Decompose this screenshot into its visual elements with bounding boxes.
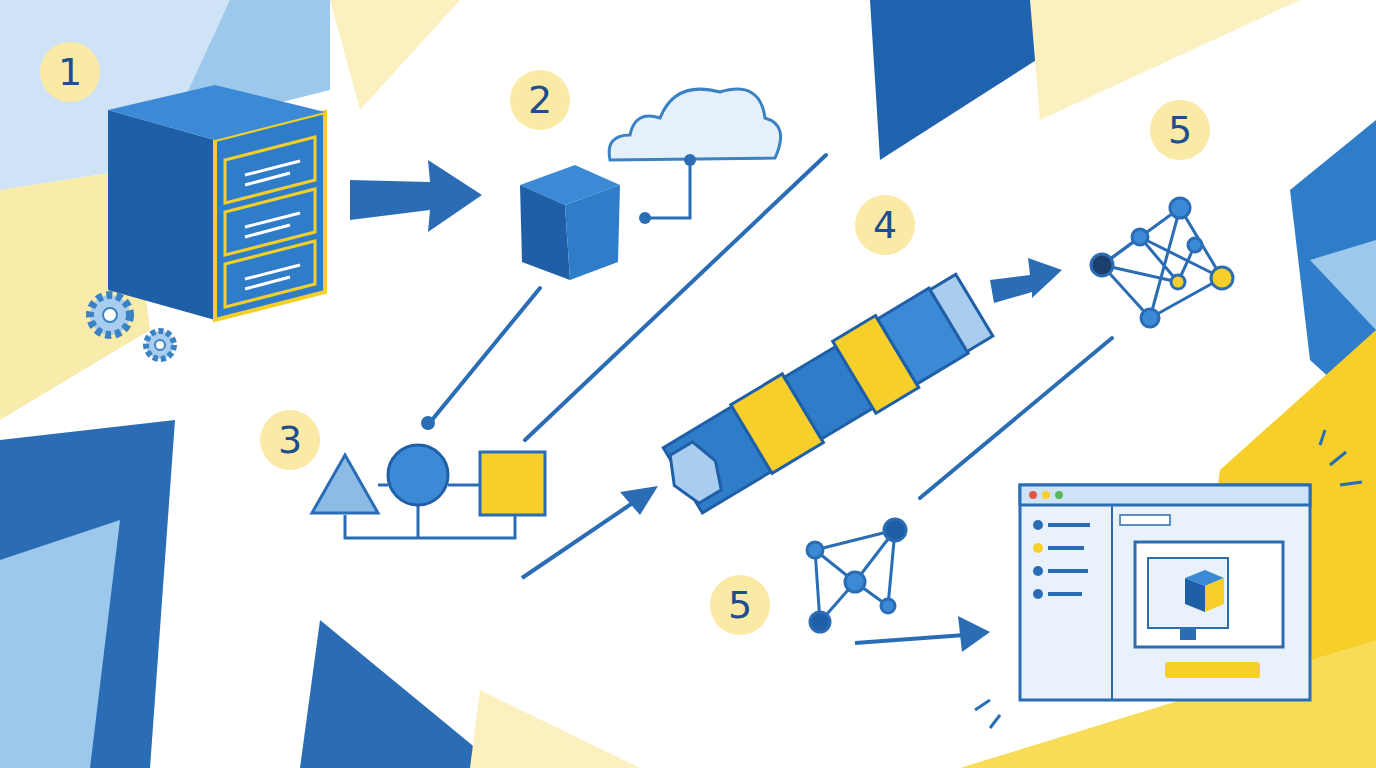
cloud — [609, 89, 780, 224]
browser-window — [975, 430, 1362, 728]
callout-number: 4 — [855, 195, 915, 255]
leader-lines — [432, 155, 1112, 498]
arrow — [990, 258, 1062, 303]
callout-number: 3 — [260, 410, 320, 470]
gears — [90, 295, 174, 359]
arrow — [855, 616, 990, 652]
callout-number: 2 — [510, 70, 570, 130]
arrow — [350, 160, 482, 232]
server-rack — [108, 85, 325, 320]
cube — [520, 165, 620, 280]
arrow — [522, 486, 658, 578]
shapes-group — [312, 445, 545, 538]
callout-number: 5 — [1150, 100, 1210, 160]
network-top — [1091, 198, 1233, 327]
hex-rod — [653, 269, 996, 521]
callout-number: 5 — [710, 575, 770, 635]
callout-number: 1 — [40, 42, 100, 102]
network-bottom — [807, 519, 906, 632]
